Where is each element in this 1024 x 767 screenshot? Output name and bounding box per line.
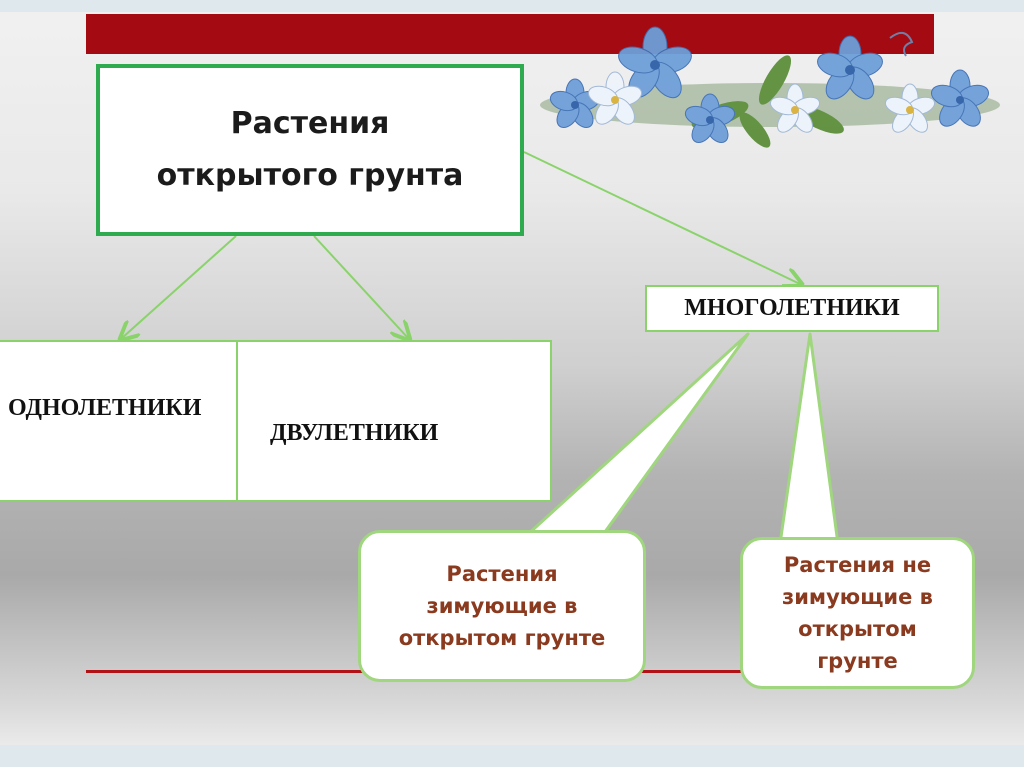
biennials-label: ДВУЛЕТНИКИ [270,420,439,446]
blue-flower-garland-icon [540,26,1000,148]
top-frame-strip [0,0,1024,12]
root-node-box: Растения открытого грунта [96,64,524,236]
perennials-label: МНОГОЛЕТНИКИ [684,295,900,321]
arrow-to-perennials [523,151,800,284]
header-red-bar [86,14,934,54]
callout-left-pointer [524,332,750,538]
annuals-label: ОДНОЛЕТНИКИ [8,395,202,421]
arrow-to-biennials [313,235,408,338]
callout-hardy: Растения зимующие в открытом грунте [358,530,646,682]
perennials-box: МНОГОЛЕТНИКИ [645,285,939,332]
callout-right-pointer [778,332,840,546]
callout-non-hardy: Растения не зимующие в открытом грунте [740,537,975,689]
bottom-frame-strip [0,745,1024,767]
root-node-label: Растения открытого грунта [156,106,464,193]
annuals-box [0,340,238,502]
callout-hardy-text: Растения зимующие в открытом грунте [398,562,606,650]
biennials-box [236,340,552,502]
arrow-to-annuals [122,235,237,338]
callout-non-hardy-text: Растения не зимующие в открытом грунте [782,553,933,673]
